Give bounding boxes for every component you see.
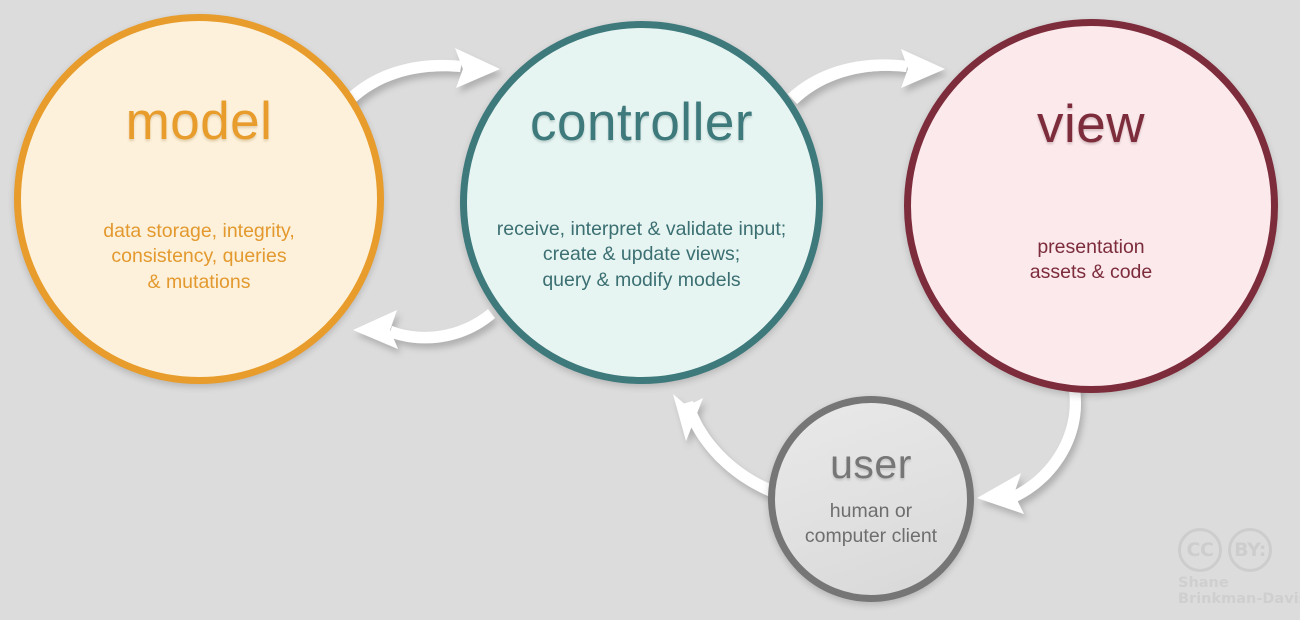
node-controller-description: receive, interpret & validate input; cre…: [467, 217, 816, 293]
node-user-title: user: [830, 441, 912, 487]
node-view[interactable]: view presentation assets & code: [904, 19, 1278, 393]
author-last-name: Brinkman-Davis: [1178, 591, 1300, 608]
node-user-description: human or computer client: [775, 499, 967, 550]
node-view-title: view: [1036, 95, 1146, 154]
author-first-name: Shane: [1178, 575, 1229, 591]
node-user-description-line: computer client: [804, 525, 938, 548]
license-marks: CC BY:: [1178, 528, 1290, 572]
node-controller-description-line: create & update views;: [542, 243, 741, 266]
creative-commons-badge: CC BY: Shane Brinkman-Davis: [1178, 528, 1300, 608]
arrow-controller-to-view: [788, 49, 945, 104]
node-model-description-line: consistency, queries: [111, 245, 287, 268]
attribution-by-icon: BY:: [1228, 528, 1272, 572]
arrow-controller-to-model: [353, 309, 495, 349]
node-user[interactable]: user human or computer client: [768, 396, 974, 602]
node-controller-description-line: query & modify models: [542, 268, 741, 291]
node-user-description-line: human or: [829, 500, 913, 522]
node-view-description-line: assets & code: [1029, 261, 1153, 284]
node-model-description: data storage, integrity, consistency, qu…: [21, 219, 377, 295]
node-controller[interactable]: controller receive, interpret & validate…: [460, 21, 823, 384]
creative-commons-icon: CC: [1178, 528, 1222, 572]
node-model-description-line: & mutations: [147, 270, 251, 293]
arrow-user-to-controller: [673, 394, 778, 498]
node-model-title: model: [125, 92, 273, 151]
node-view-description-line: presentation: [1037, 236, 1145, 258]
node-model[interactable]: model data storage, integrity, consisten…: [14, 14, 384, 384]
node-controller-title: controller: [530, 93, 753, 152]
arrow-view-to-user: [977, 383, 1082, 514]
node-controller-description-line: receive, interpret & validate input;: [496, 218, 787, 240]
node-model-description-line: data storage, integrity,: [103, 220, 295, 242]
node-view-description: presentation assets & code: [911, 235, 1271, 286]
author-attribution: Shane Brinkman-Davis: [1178, 575, 1300, 608]
